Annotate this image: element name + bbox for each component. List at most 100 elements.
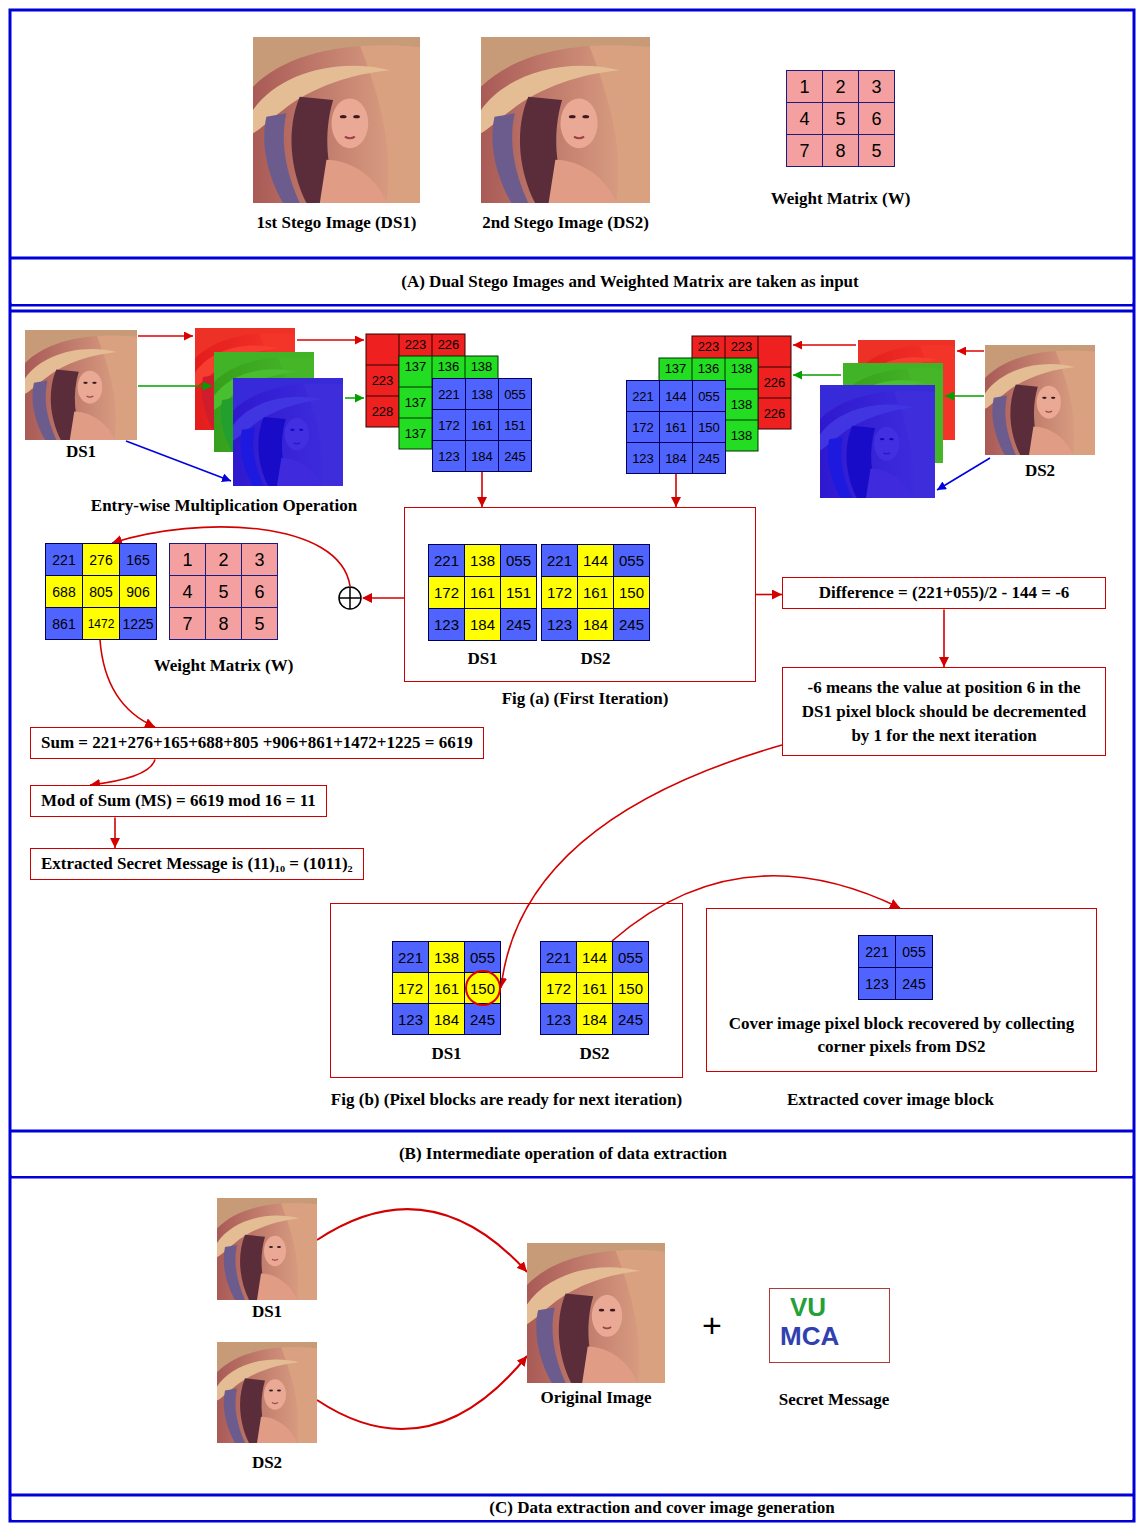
matrix-cell: 221 [626, 380, 660, 412]
matrix-cell: 4 [169, 575, 206, 608]
matrix-cell: 4 [786, 102, 823, 135]
matrix-cell: 221 [392, 941, 429, 973]
matrix-cell: 123 [392, 1003, 429, 1035]
channel-grids [399, 356, 498, 449]
secret-message-box: VUMCASecret Message [769, 1288, 890, 1363]
matrix-cell: 688 [45, 575, 83, 608]
matrix-cell: 245 [612, 1003, 649, 1035]
matrix-cell: 184 [577, 608, 614, 641]
matrix-caption: DS1 [431, 1044, 461, 1064]
stego-image [217, 1342, 317, 1443]
matrix-caption: Weight Matrix (W) [771, 189, 911, 209]
channel-grids [399, 356, 498, 449]
lena-picture [985, 345, 1095, 455]
matrix-cell: 184 [659, 442, 693, 474]
channel-plates [820, 385, 935, 498]
channel-arrows [138, 335, 193, 337]
matrix-caption: DS2 [580, 649, 610, 669]
process-box: Mod of Sum (MS) = 6619 mod 16 = 11 [30, 785, 327, 817]
process-box: -6 means the value at position 6 in the … [782, 667, 1106, 756]
pixel-matrix: 221055123245 [858, 935, 933, 1000]
matrix-cell: 5 [205, 575, 242, 608]
matrix-cell: 5 [241, 607, 278, 640]
matrix-cell: 172 [626, 411, 660, 443]
matrix-node: 221144055172161150123184245DS2 [540, 941, 649, 1064]
channel-value: 223 [405, 337, 427, 353]
process-box: Difference = (221+055)/2 - 144 = -6 [782, 577, 1106, 609]
panel-caption: (C) Data extraction and cover image gene… [489, 1498, 834, 1518]
matrix-cell: 1 [786, 70, 823, 103]
matrix-cell: 150 [612, 972, 649, 1004]
matrix-cell: 1472 [82, 607, 120, 640]
matrix-cell: 6 [241, 575, 278, 608]
connector-arrow [943, 609, 945, 667]
lena-picture [253, 37, 420, 203]
matrix-cell: 7 [786, 134, 823, 167]
image-caption: DS1 [66, 442, 96, 462]
matrix-cell: 7 [169, 607, 206, 640]
matrix-cell: 144 [576, 941, 613, 973]
matrix-cell: 151 [498, 409, 532, 441]
matrix-cell: 055 [464, 941, 501, 973]
matrix-cell: 6 [858, 102, 895, 135]
matrix-cell: 144 [577, 544, 614, 577]
plus-sign: + [702, 1305, 722, 1346]
matrix-cell: 055 [500, 544, 537, 577]
frame-text: Cover image pixel block recovered by col… [706, 1013, 1097, 1059]
matrix-cell: 245 [692, 442, 726, 474]
channel-arrows [793, 374, 841, 376]
lena-picture [25, 330, 137, 440]
process-box: Extracted Secret Message is (11)₁₀ = (10… [30, 848, 364, 880]
stego-image [985, 345, 1095, 455]
box-text: -6 means the value at position 6 in the … [793, 676, 1095, 747]
matrix-caption: DS2 [579, 1044, 609, 1064]
matrix-cell: 123 [428, 608, 465, 641]
image-node: 2nd Stego Image (DS2) [481, 37, 650, 233]
channel-value: 137 [405, 426, 427, 442]
matrix-caption: Weight Matrix (W) [154, 656, 294, 676]
matrix-cell: 055 [613, 544, 650, 577]
image-node: DS2 [217, 1342, 317, 1473]
matrix-cell: 2 [822, 70, 859, 103]
connector-arrow [675, 474, 677, 507]
matrix-cell: 184 [428, 1003, 465, 1035]
operation-label: Entry-wise Multiplication Operation [91, 496, 357, 516]
lena-picture [217, 1198, 317, 1300]
matrix-cell: 245 [895, 967, 933, 1000]
caption-band: (B) Intermediate operation of data extra… [12, 1133, 1132, 1176]
stego-image [481, 37, 650, 203]
matrix-cell: 123 [540, 1003, 577, 1035]
matrix-cell: 161 [577, 576, 614, 609]
matrix-cell: 138 [465, 378, 499, 410]
matrix-cell: 055 [895, 935, 933, 968]
image-caption: 1st Stego Image (DS1) [256, 213, 416, 233]
matrix-cell: 165 [119, 543, 157, 576]
matrix-cell: 3 [858, 70, 895, 103]
panel-frame [10, 258, 1134, 1495]
channel-plates [820, 385, 935, 498]
channel-arrows [957, 350, 984, 352]
matrix-cell: 221 [858, 935, 896, 968]
matrix-cell: 245 [500, 608, 537, 641]
matrix-cell: 161 [465, 409, 499, 441]
matrix-cell: 055 [498, 378, 532, 410]
matrix-cell: 172 [428, 576, 465, 609]
matrix-cell: 055 [612, 941, 649, 973]
matrix-cell: 245 [498, 440, 532, 472]
image-caption: DS2 [1025, 461, 1055, 481]
matrix-cell: 184 [464, 608, 501, 641]
channel-value: 137 [665, 361, 687, 377]
matrix-node: 123456785Weight Matrix (W) [154, 543, 294, 676]
connector-arrow [90, 759, 155, 785]
matrix-node: 22127616568880590686114721225 [45, 543, 157, 640]
box-text: Mod of Sum (MS) = 6619 mod 16 = 11 [41, 791, 316, 811]
figure-frame: Fig (b) (Pixel blocks are ready for next… [330, 903, 683, 1078]
stego-image [25, 330, 137, 440]
matrix-node: 221138055172161150123184245DS1 [392, 941, 501, 1064]
figure-caption: Extracted cover image block [787, 1090, 994, 1110]
channel-value: 226 [438, 337, 460, 353]
matrix-cell: 1 [169, 543, 206, 576]
image-node: DS2 [985, 345, 1095, 481]
matrix-cell: 172 [540, 972, 577, 1004]
matrix-node: 221144055172161150123184245 [626, 380, 726, 474]
